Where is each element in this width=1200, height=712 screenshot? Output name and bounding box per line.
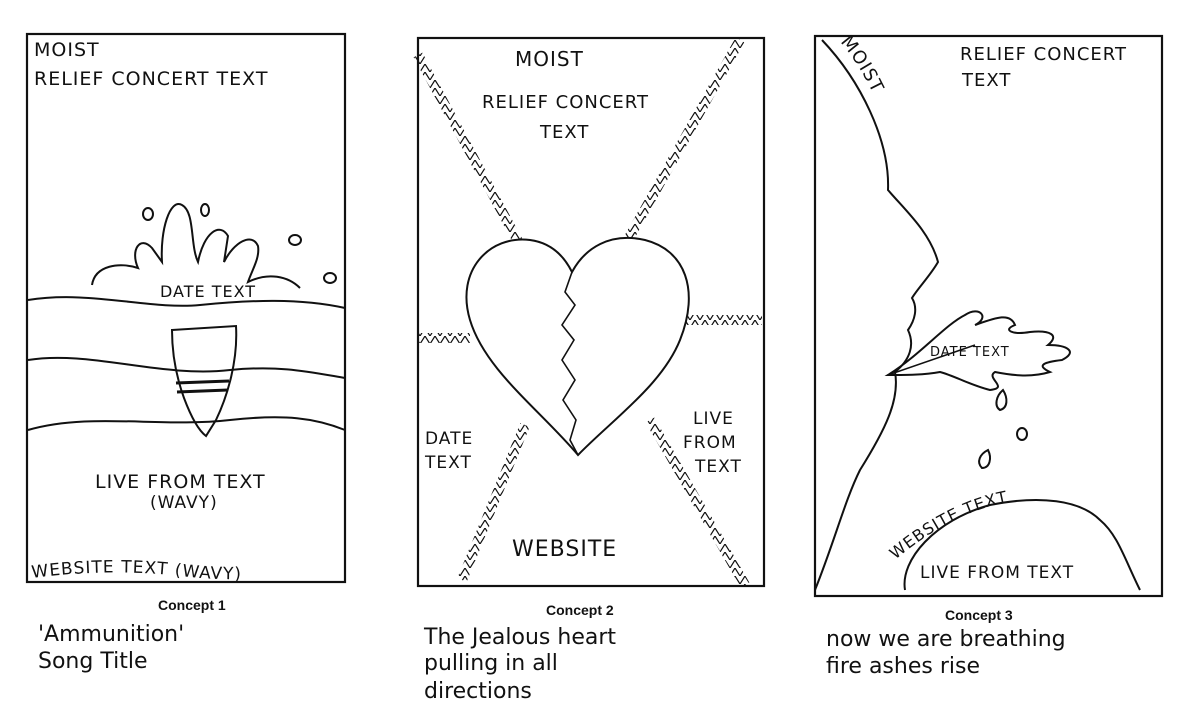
concept-3-relief-line-1: RELIEF CONCERT: [960, 44, 1127, 65]
concept-3-caption-line-1: now we are breathing: [826, 627, 1066, 652]
wave-line: [27, 356, 346, 379]
concept-2-relief-line-1: RELIEF CONCERT: [482, 92, 649, 113]
concept-2-caption-line-3: directions: [424, 679, 532, 704]
concept-1-website-text: WEBSITE TEXT (WAVY): [30, 557, 242, 584]
splash-sketch: [91, 203, 301, 289]
concept-3-frame: [813, 34, 1164, 598]
concept-1-date-text: DATE TEXT: [160, 282, 256, 301]
ash-drop: [978, 448, 991, 470]
bullet-sketch: [170, 324, 238, 438]
wave-line: [27, 296, 346, 309]
fire-flame-sketch: [884, 310, 1071, 392]
concept-1-band: MOIST: [34, 39, 100, 61]
concept-1-caption-line-1: 'Ammunition': [38, 622, 184, 647]
concept-3-caption-line-2: fire ashes rise: [826, 654, 980, 679]
concept-2-caption-line-1: The Jealous heart: [423, 625, 616, 650]
concept-1-live-text: LIVE FROM TEXT: [95, 471, 266, 493]
ash-drop: [995, 388, 1008, 412]
concept-2-live-line-2: FROM: [683, 433, 737, 453]
face-profile-sketch: [814, 39, 940, 591]
concept-2-live-line-3: TEXT: [694, 457, 742, 477]
concept-2-frame: [416, 36, 766, 588]
concept-2-website: WEBSITE: [512, 537, 617, 562]
broken-heart-sketch: [465, 236, 690, 457]
concept-2-live-line-1: LIVE: [693, 409, 734, 429]
heart-crack: [561, 271, 579, 456]
rope-lines: [413, 37, 762, 588]
concept-2-band: MOIST: [515, 47, 584, 71]
droplet: [288, 234, 302, 246]
droplet: [142, 207, 154, 221]
concept-3-relief-line-2: TEXT: [961, 70, 1011, 91]
mound-sketch: [903, 499, 1141, 591]
droplet: [200, 203, 210, 217]
concept-1-label: Concept 1: [158, 597, 226, 613]
wave-line: [27, 416, 346, 431]
concept-2-relief-line-2: TEXT: [539, 122, 589, 143]
concept-2-date-line-2: TEXT: [424, 453, 472, 473]
concept-2-date-line-1: DATE: [425, 429, 473, 449]
concept-2-panel: MOIST RELIEF CONCERT TEXT DATE TEXT LIVE…: [413, 36, 766, 704]
concept-1-panel: MOIST RELIEF CONCERT TEXT DATE TEXT LIVE…: [25, 32, 347, 674]
concept-3-panel: DATE TEXT MOIST RELIEF CONCERT TEXT WEBS…: [813, 32, 1164, 679]
flame-stem: [887, 344, 976, 376]
concept-2-caption-line-2: pulling in all: [424, 651, 558, 676]
concept-2-label: Concept 2: [546, 602, 614, 618]
concept-1-live-note: (WAVY): [150, 493, 218, 513]
concept-1-relief-text: RELIEF CONCERT TEXT: [34, 68, 268, 90]
concept-1-caption-line-2: Song Title: [38, 649, 147, 674]
concept-3-date-text: DATE TEXT: [930, 345, 1010, 360]
concept-3-band: MOIST: [836, 32, 888, 97]
concept-3-website-text: WEBSITE TEXT: [886, 487, 1010, 563]
droplet: [323, 272, 337, 284]
concept-3-live-text: LIVE FROM TEXT: [920, 563, 1074, 583]
concept-3-label: Concept 3: [945, 607, 1013, 623]
ash-drop: [1016, 427, 1028, 441]
